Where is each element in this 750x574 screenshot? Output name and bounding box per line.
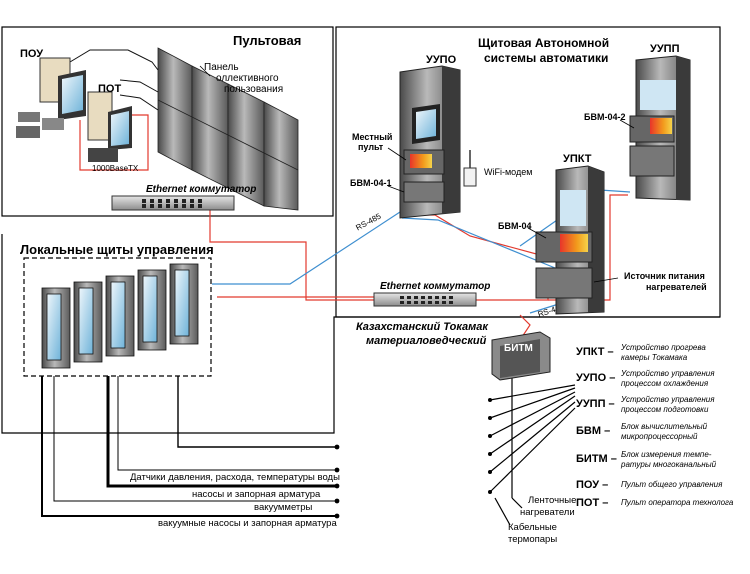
panel-label-1: Панель [204,62,239,73]
collective-panel [157,47,299,211]
thermo-1: Кабельные [508,522,557,533]
legend-abbr-4: БВМ – [576,425,610,437]
sensors-3: вакуумметры [254,502,313,513]
control-switch-label: Ethernet коммутатор [146,184,256,195]
main-switch [373,292,477,307]
legend-text-1a: Устройство прогрева [620,343,706,352]
local-console-1: Местный [352,132,392,142]
panel-label-3: пользования [224,84,283,95]
uupp-label: УУПП [650,43,680,55]
power-label-1: Источник питания [624,271,705,281]
wifi-label: WiFi-модем [484,167,532,177]
leader-lines [199,65,635,283]
video-feed-lines-2 [119,79,159,93]
legend-abbr-3: УУПП – [576,398,615,410]
frames [1,26,721,434]
rs485-label: RS-485 [354,211,383,232]
labels: Пультовая ПОУ ПОТ Панель оллективного по… [20,33,734,545]
control-room-title: Пультовая [233,33,301,48]
legend-text-3a: Устройство управления [620,395,715,404]
main-switch-label: Ethernet коммутатор [380,281,490,292]
pou-workstation [16,57,86,138]
control-switch [111,195,235,211]
sensors-2: насосы и запорная арматура [192,489,321,500]
legend-text-6a: Пульт общего управления [621,480,723,489]
sensors-4: вакуумные насосы и запорная арматура [158,518,337,529]
legend-abbr-6: ПОУ – [576,479,608,491]
uupo-label: УУПО [426,54,457,66]
local-title: Локальные щиты управления [20,242,214,257]
video-feed-lines-3 [119,94,159,111]
pou-label: ПОУ [20,48,43,60]
autonomous-title-1: Щитовая Автономной [478,36,609,50]
cable-ends [334,398,492,519]
link-label: 1000BaseTX [92,164,139,173]
control-room-frame [1,26,334,217]
pot-label: ПОТ [98,83,121,95]
autonomous-title-2: системы автоматики [484,51,608,65]
upkt-label: УПКТ [563,153,592,165]
bitm-unit [491,331,551,381]
legend-text-5b: ратуры многоканальный [620,460,717,469]
tokamak-2: материаловедческий [366,335,487,347]
legend-text-3b: процессом подготовки [621,405,709,414]
panel-label-2: оллективного [216,73,279,84]
local-console-2: пульт [358,142,384,152]
wifi-modem [463,150,477,187]
upkt-cabinet [535,165,605,315]
heaters-2: нагреватели [520,507,575,518]
local-panels-frame [1,234,720,434]
bitm-label: БИТМ [504,343,533,354]
uupo-cabinet [399,65,461,219]
sensors-1: Датчики давления, расхода, температуры в… [130,472,340,483]
tokamak-1: Казахстанский Токамак [356,321,489,333]
bvm041-label: БВМ-04-1 [350,178,391,188]
legend-text-7a: Пульт оператора технолога [621,498,734,507]
uupp-cabinet [629,55,691,201]
thermo-2: термопары [508,534,557,545]
legend-text-4b: микропроцессорный [621,432,698,441]
legend-abbr-7: ПОТ – [576,497,608,509]
legend-text-5a: Блок измерения темпе- [621,450,712,459]
blue-links [212,189,631,314]
legend-text-1b: камеры Токамака [621,353,688,362]
legend-abbr-1: УПКТ – [576,346,614,358]
power-label-2: нагревателей [646,282,707,292]
legend-text-2b: процессом охлаждения [621,379,709,388]
video-feed-lines [59,49,159,71]
legend-text-2a: Устройство управления [620,369,715,378]
pot-workstation [87,91,132,162]
bvm04-label: БВМ-04 [498,221,531,231]
legend-abbr-2: УУПО – [576,372,615,384]
local-panels [41,263,199,369]
field-cables [41,375,576,526]
heaters-1: Ленточные [528,495,576,506]
bvm042-label: БВМ-04-2 [584,112,625,122]
legend-abbr-5: БИТМ – [576,453,617,465]
legend-text-4a: Блок вычислительный [621,422,708,431]
